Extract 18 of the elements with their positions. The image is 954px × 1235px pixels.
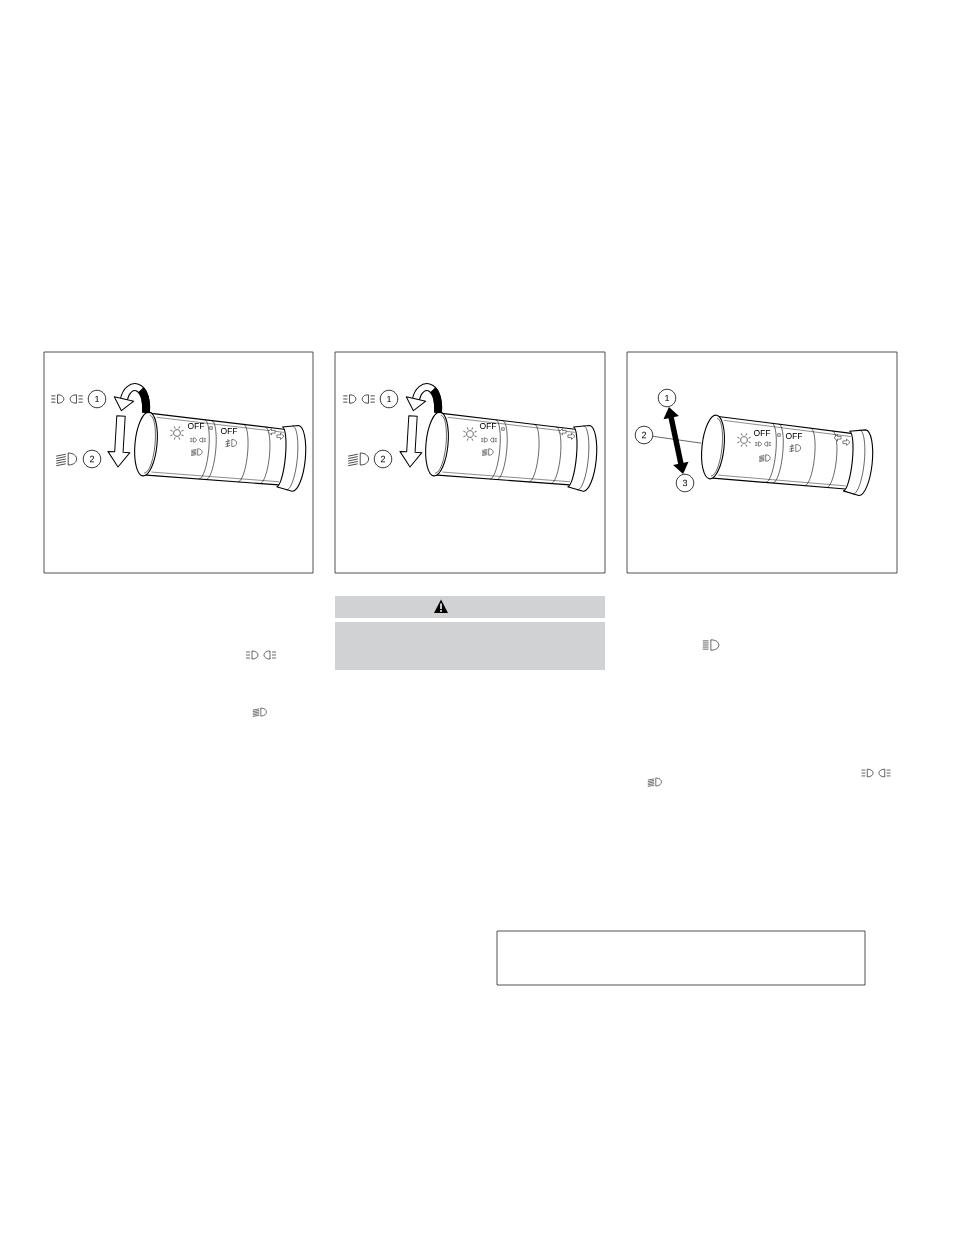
leader-line xyxy=(652,436,702,444)
callout-number: 2 xyxy=(373,449,393,469)
switch-label: OFF xyxy=(479,423,497,429)
callout-number: 2 xyxy=(82,449,102,469)
switch-label: OFF xyxy=(187,423,205,429)
warning-box xyxy=(335,622,605,670)
callout-number: 2 xyxy=(634,425,654,445)
switch-label: OFF xyxy=(220,428,238,434)
switch-label: OFF xyxy=(753,430,771,436)
callout-number: 1 xyxy=(379,389,399,409)
double-arrow xyxy=(663,407,689,474)
callout-number: 3 xyxy=(675,473,695,493)
block-arrow xyxy=(399,415,423,468)
switch-label: OFF xyxy=(785,433,803,439)
note-box xyxy=(496,930,866,986)
switch-illustration xyxy=(701,414,874,497)
callout-number: 1 xyxy=(87,389,107,409)
callout-number: 1 xyxy=(657,388,677,408)
